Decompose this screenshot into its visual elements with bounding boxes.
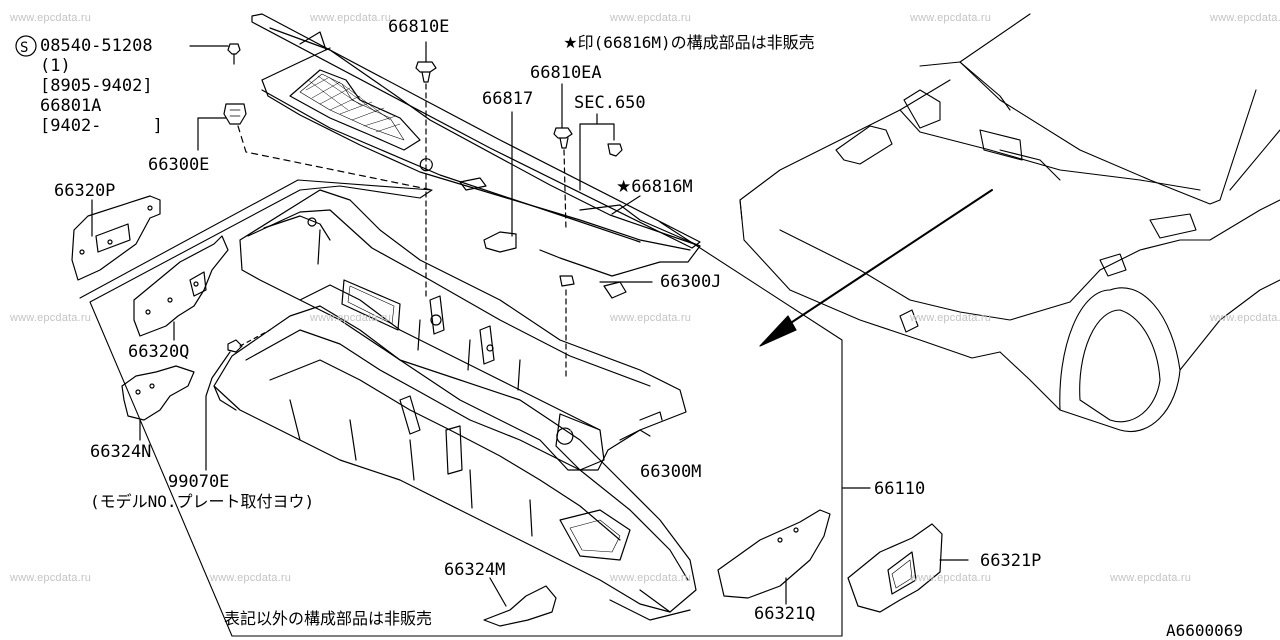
part-label-66817[interactable]: 66817: [482, 89, 534, 109]
part-label-99070E[interactable]: 99070E: [168, 472, 230, 492]
assembly-outline: [79, 179, 843, 637]
non-sale-note-top-text: 印(66816M)の構成部品は非販売: [577, 33, 815, 52]
car-overview: [739, 13, 1280, 433]
clip-66300E: [197, 103, 433, 191]
part-label-66801A[interactable]: 66801A: [40, 96, 102, 116]
star-icon: ★: [616, 177, 632, 197]
side-panel-66321Q: [717, 509, 831, 605]
watermark: www.epcdata.ru: [10, 312, 92, 324]
watermark: www.epcdata.ru: [610, 572, 692, 584]
side-piece-66324M: [483, 577, 557, 627]
watermark: www.epcdata.ru: [1210, 312, 1280, 324]
bolt-08540-number[interactable]: 08540-51208: [40, 36, 153, 56]
non-sale-note-top: ★印(66816M)の構成部品は非販売: [544, 16, 815, 52]
part-label-66320P[interactable]: 66320P: [54, 181, 116, 201]
watermark: www.epcdata.ru: [610, 12, 692, 24]
part-label-66810E[interactable]: 66810E: [388, 17, 450, 37]
star-icon: ★: [563, 33, 578, 52]
dash-lower-panel: [213, 305, 697, 621]
standard-part-symbol: [15, 35, 37, 57]
watermark: www.epcdata.ru: [910, 572, 992, 584]
svg-text:S: S: [20, 40, 28, 56]
sec650-bracket: [579, 113, 623, 191]
watermark: www.epcdata.ru: [10, 572, 92, 584]
part-label-66300M[interactable]: 66300M: [640, 462, 702, 482]
screw-99070E: [205, 329, 271, 471]
part-label-66816M[interactable]: ★66816M: [616, 178, 693, 196]
part-label-66300J[interactable]: 66300J: [660, 272, 722, 292]
watermark: www.epcdata.ru: [210, 572, 292, 584]
part-label-66324N[interactable]: 66324N: [90, 442, 152, 462]
watermark: www.epcdata.ru: [910, 312, 992, 324]
part-99070E-note: (モデルNO.プレート取付ヨウ): [90, 492, 315, 511]
part-66817: [483, 111, 517, 253]
cowl-top-panel: [239, 189, 687, 471]
part-66801A-date-range: [9402- ]: [40, 116, 163, 136]
watermark: www.epcdata.ru: [10, 12, 92, 24]
watermark: www.epcdata.ru: [1210, 12, 1280, 24]
part-label-66810EA[interactable]: 66810EA: [530, 63, 602, 83]
side-panel-66320P: [71, 195, 161, 281]
clip-66810EA: [553, 83, 573, 231]
non-sale-note-bottom: 表記以外の構成部品は非販売: [224, 609, 433, 628]
bolt-08540: [189, 43, 241, 65]
direction-arrow: [759, 189, 993, 347]
side-piece-66324N: [121, 365, 195, 441]
bolt-quantity: (1): [40, 56, 71, 76]
part-label-66321Q[interactable]: 66321Q: [754, 604, 816, 624]
watermark: www.epcdata.ru: [610, 312, 692, 324]
watermark: www.epcdata.ru: [1110, 572, 1192, 584]
part-label-66324M[interactable]: 66324M: [444, 560, 506, 580]
side-panel-66320Q: [133, 235, 229, 341]
diagram-id: A6600069: [1166, 621, 1244, 640]
cowl-top-grille: [251, 13, 701, 277]
part-label-66321P[interactable]: 66321P: [980, 551, 1042, 571]
grommet-66300J: [559, 275, 653, 381]
part-label-66816M-text: 66816M: [631, 177, 693, 197]
watermark: www.epcdata.ru: [310, 12, 392, 24]
bolt-date-range: [8905-9402]: [40, 76, 153, 96]
part-label-66320Q[interactable]: 66320Q: [128, 342, 190, 362]
side-panel-66321P: [847, 523, 969, 613]
part-label-66110[interactable]: 66110: [874, 479, 926, 499]
clip-66810E: [415, 41, 437, 301]
section-ref-sec650[interactable]: SEC.650: [574, 93, 646, 113]
watermark: www.epcdata.ru: [910, 12, 992, 24]
watermark: www.epcdata.ru: [310, 312, 392, 324]
part-label-66300E[interactable]: 66300E: [148, 155, 210, 175]
